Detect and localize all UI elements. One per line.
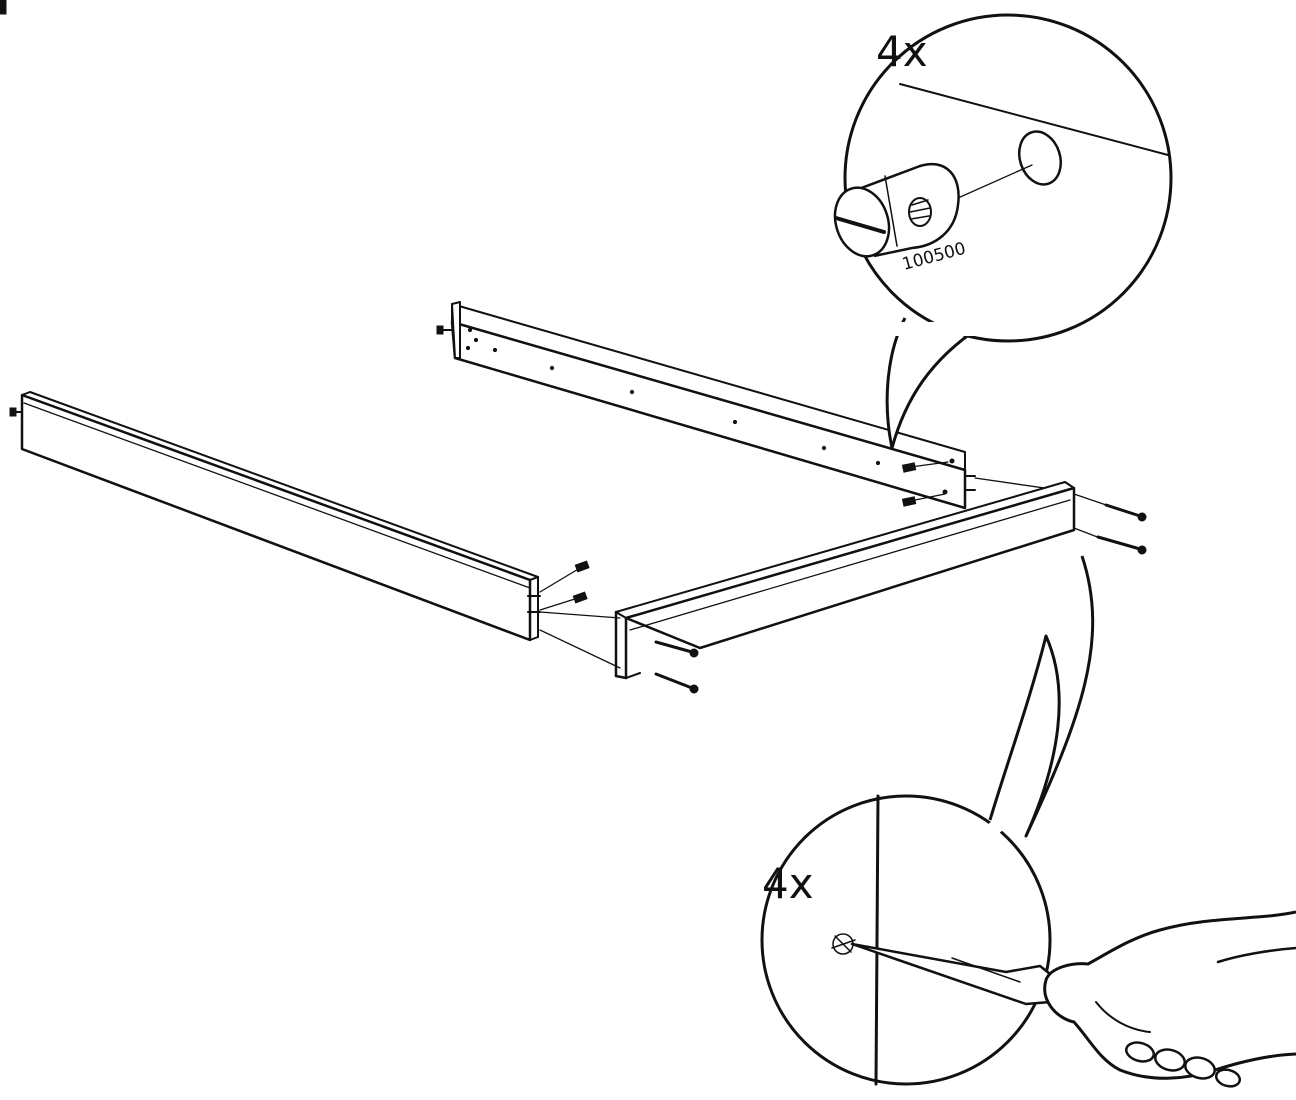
cam-lock-fitting: [833, 163, 960, 258]
callout-bottom: [760, 555, 1095, 1086]
corner-mark: [0, 0, 7, 15]
hand-with-screwdriver-icon: [850, 910, 1296, 1088]
callout-bottom-quantity: 4x: [762, 859, 814, 908]
back-rail: [436, 301, 976, 510]
front-rail: [614, 481, 1076, 680]
left-rail-fittings: [539, 560, 621, 669]
front-rail-screws: [654, 493, 1147, 694]
callout-top: [833, 13, 1173, 450]
left-rail: [9, 391, 541, 642]
back-rail-holes: [465, 327, 881, 466]
callout-top-quantity: 4x: [876, 27, 928, 76]
